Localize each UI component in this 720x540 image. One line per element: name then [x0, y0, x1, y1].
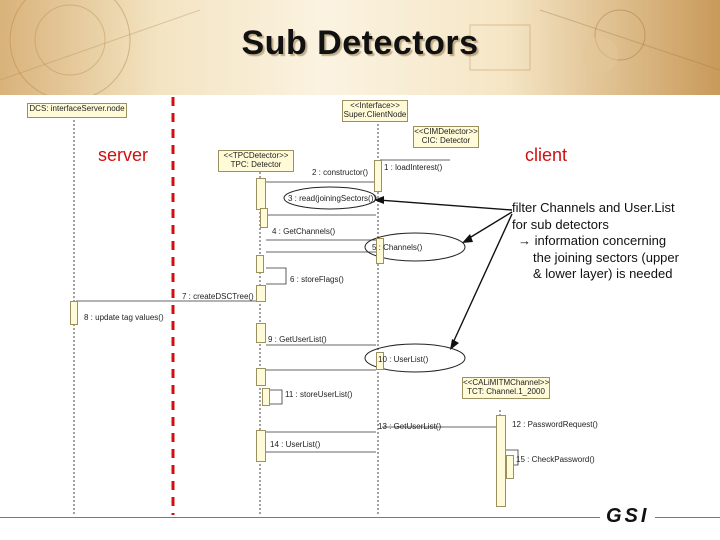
activation-bar [374, 160, 382, 192]
object-stereotype: <<CIMDetector>> [414, 127, 478, 136]
ellipse-channels [364, 232, 466, 262]
message-label: 11 : storeUserList() [285, 390, 353, 399]
activation-bar [256, 178, 266, 210]
message-label: 6 : storeFlags() [290, 275, 344, 284]
message-label: 13 : GetUserList() [378, 422, 442, 431]
message-label: 12 : PasswordRequest() [512, 420, 598, 429]
activation-bar [260, 208, 268, 228]
message-label: 14 : UserList() [270, 440, 321, 449]
object-label: TCT: Channel.1_2000 [467, 387, 545, 396]
activation-bar [256, 255, 264, 273]
object-tpc-detector: <<TPCDetector>> TPC: Detector [218, 150, 294, 172]
object-label: DCS: interfaceServer.node [29, 104, 125, 113]
gsi-logo: GSI [600, 505, 656, 527]
note-line: filter Channels and User.List [512, 200, 675, 215]
message-label: 15 : CheckPassword() [516, 455, 595, 464]
object-stereotype: <<Interface>> [350, 101, 400, 110]
object-label: CIC: Detector [421, 136, 471, 145]
activation-bar [262, 388, 270, 406]
activation-bar [256, 323, 266, 343]
server-label: server [98, 145, 149, 165]
ellipse-userlist [364, 343, 466, 373]
header-decoration [0, 0, 720, 95]
activation-bar [70, 301, 78, 325]
header-banner: Sub Detectors [0, 0, 720, 95]
annotation-note: filter Channels and User.List for sub de… [512, 200, 679, 283]
pointer-arrowheads [374, 196, 473, 350]
object-user-client: <<Interface>> Super.ClientNode [342, 100, 408, 122]
activation-bar [506, 455, 514, 479]
note-line: & lower layer) is needed [533, 266, 673, 281]
object-label: Super.ClientNode [343, 110, 407, 119]
note-line: the joining sectors (upper [533, 249, 679, 265]
client-label: client [525, 145, 568, 165]
activation-bar [256, 368, 266, 386]
page-title: Sub Detectors [241, 24, 479, 62]
footer-divider [0, 517, 720, 518]
activation-bar [376, 238, 384, 264]
note-pointers [377, 199, 513, 346]
message-label: 1 : loadInterest() [384, 163, 443, 172]
activation-bar [256, 285, 266, 302]
object-stereotype: <<TPCDetector>> [223, 151, 289, 160]
object-label: TPC: Detector [230, 160, 282, 169]
message-label: 3 : read(joiningSectors()) [288, 194, 377, 203]
message-label: 10 : UserList() [378, 355, 429, 364]
note-line: for sub detectors [512, 216, 609, 232]
message-label: 9 : GetUserList() [268, 335, 327, 344]
message-label: 5 : Channels() [372, 243, 423, 252]
message-label: 8 : update tag values() [84, 313, 164, 322]
activation-bar [256, 430, 266, 462]
note-line: → information concerning [518, 233, 667, 248]
object-server-node: DCS: interfaceServer.node [27, 103, 127, 118]
object-sub-detector: <<CIMDetector>> CIC: Detector [413, 126, 479, 148]
ellipse-joining-sectors [283, 186, 377, 210]
object-cal-channel: <<CALiMITMChannel>> TCT: Channel.1_2000 [462, 377, 550, 399]
activation-bar [496, 415, 506, 507]
message-label: 7 : createDSCTree() [182, 292, 254, 301]
activation-bar [376, 352, 384, 370]
message-arrows [76, 159, 519, 466]
object-stereotype: <<CALiMITMChannel>> [463, 378, 550, 387]
message-label: 2 : constructor() [312, 168, 369, 177]
message-label: 4 : GetChannels() [272, 227, 336, 236]
